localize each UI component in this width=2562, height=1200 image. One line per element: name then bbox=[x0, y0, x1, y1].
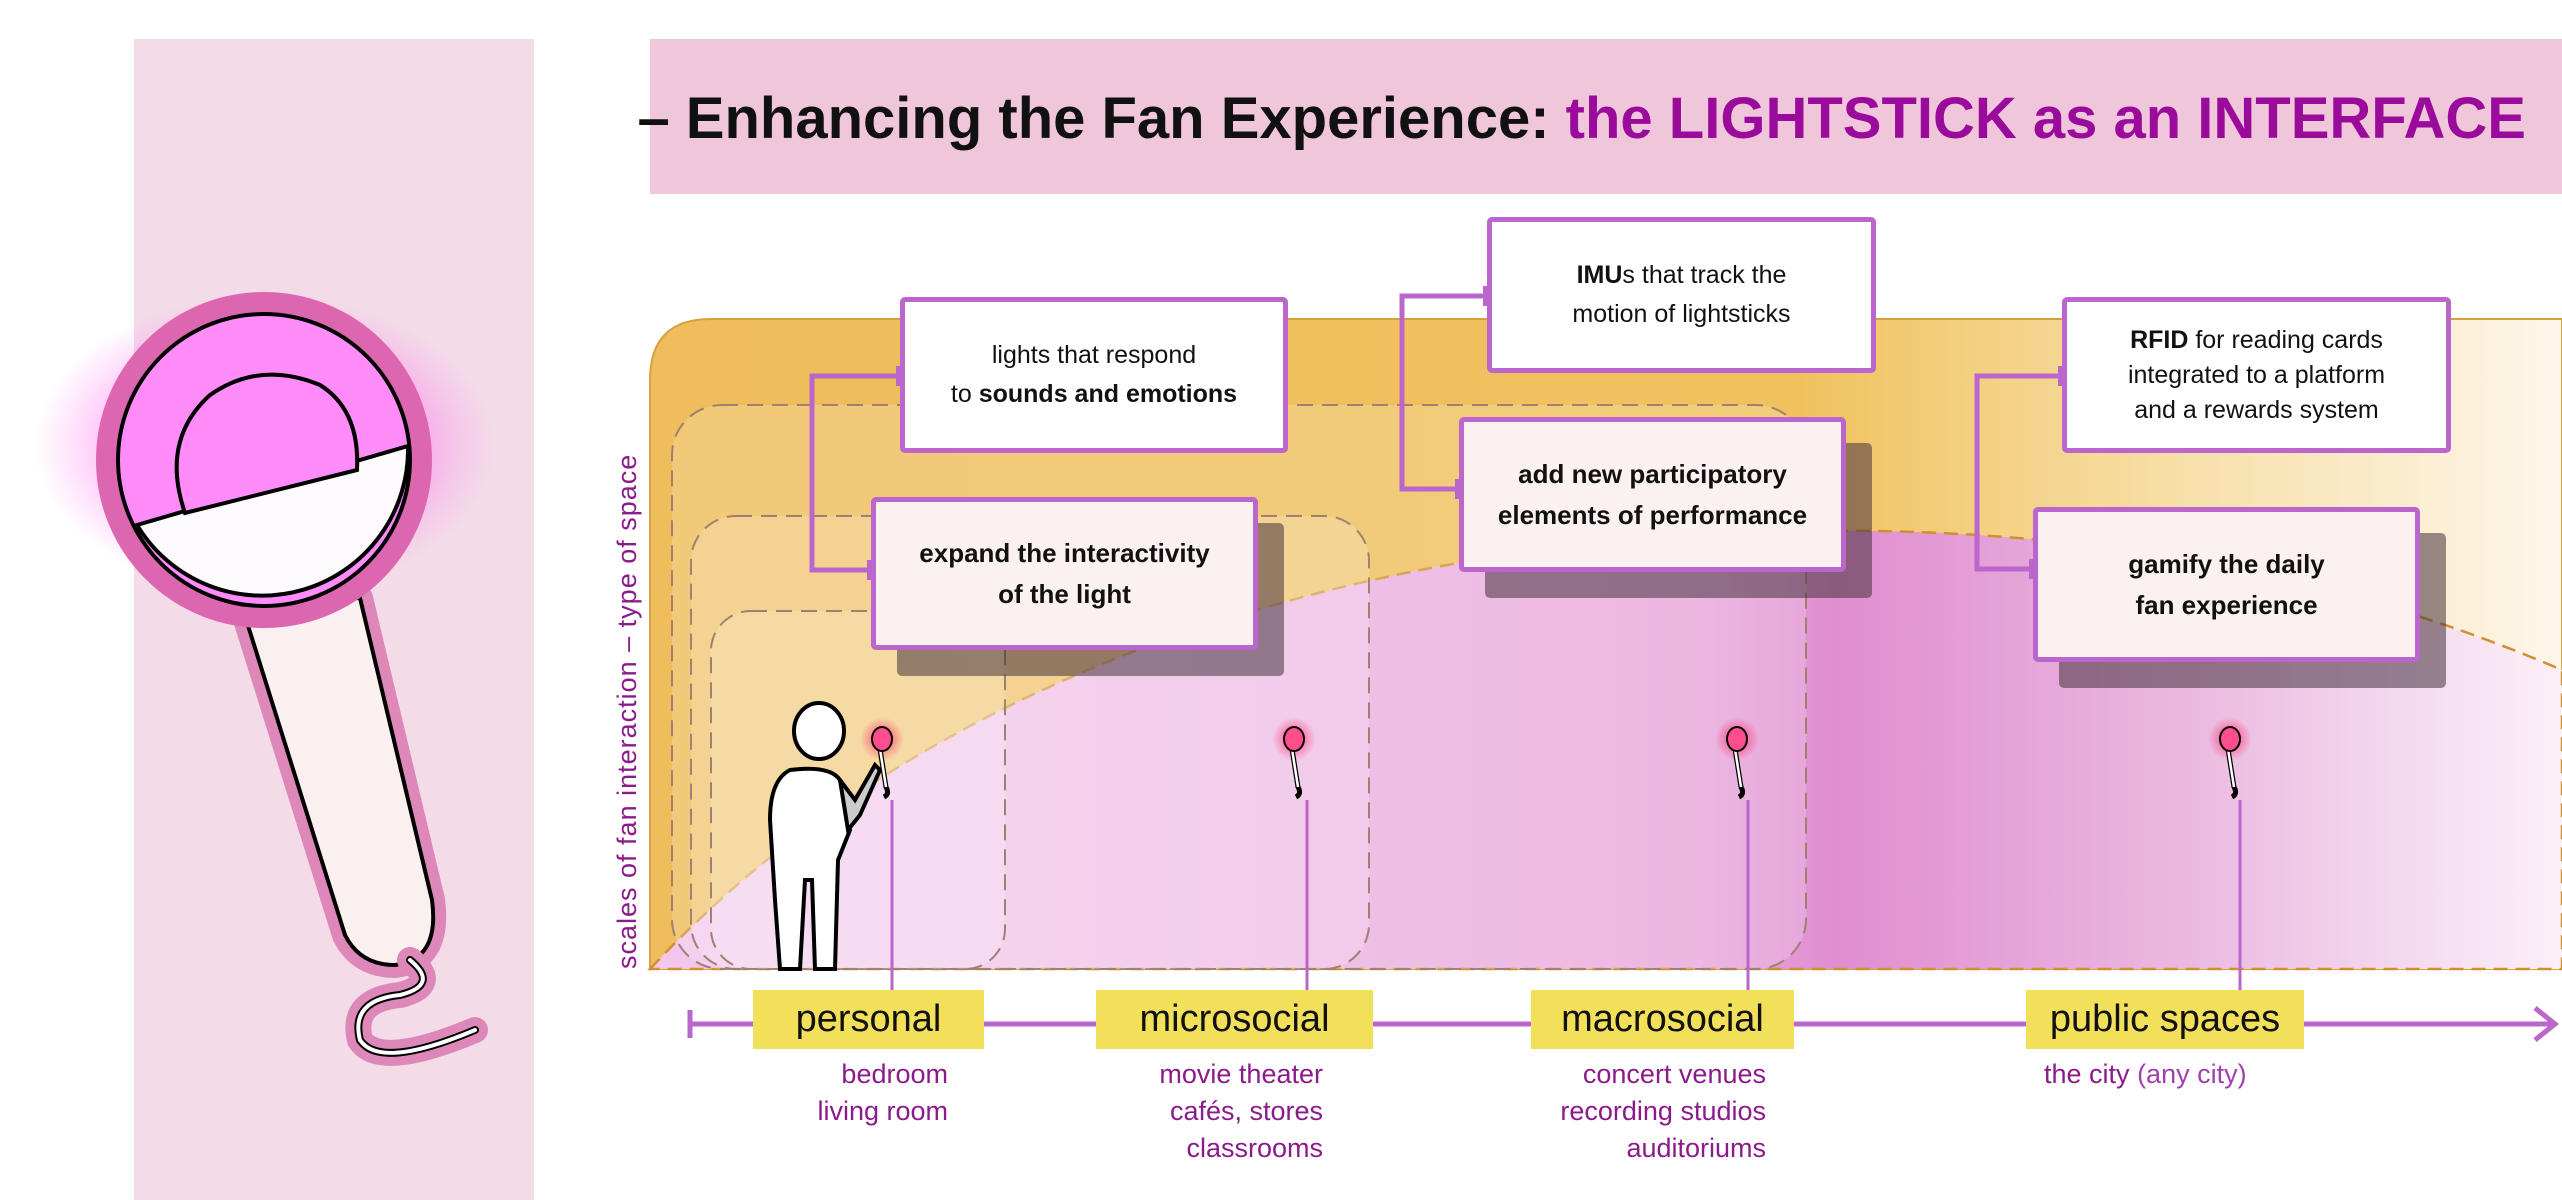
area-personal bbox=[710, 610, 1006, 970]
fan-person-icon bbox=[767, 701, 883, 971]
pin-icon bbox=[1272, 717, 1316, 800]
pin-icon bbox=[2208, 717, 2252, 800]
pin-icon bbox=[1715, 717, 1759, 800]
title-banner: – Enhancing the Fan Experience: the LIGH… bbox=[637, 39, 2562, 194]
scale-tag-public-spaces: public spaces bbox=[2026, 990, 2304, 1049]
page-title: – Enhancing the Fan Experience: the LIGH… bbox=[637, 86, 2526, 151]
lightstick-pins bbox=[860, 717, 2252, 800]
places-public-spaces: the city (any city) bbox=[2044, 1059, 2247, 1089]
scale-tag-personal: personal bbox=[753, 990, 984, 1049]
scale-tag-macrosocial: macrosocial bbox=[1531, 990, 1794, 1049]
connectors bbox=[809, 293, 2062, 573]
scale-tag-microsocial: microsocial bbox=[1096, 990, 1373, 1049]
y-axis-label: scales of fan interaction – type of spac… bbox=[612, 453, 642, 969]
title-highlight: the LIGHTSTICK as an INTERFACE bbox=[1565, 86, 2526, 151]
lightstick-illustration bbox=[34, 292, 494, 1066]
pin-icon bbox=[860, 717, 904, 800]
